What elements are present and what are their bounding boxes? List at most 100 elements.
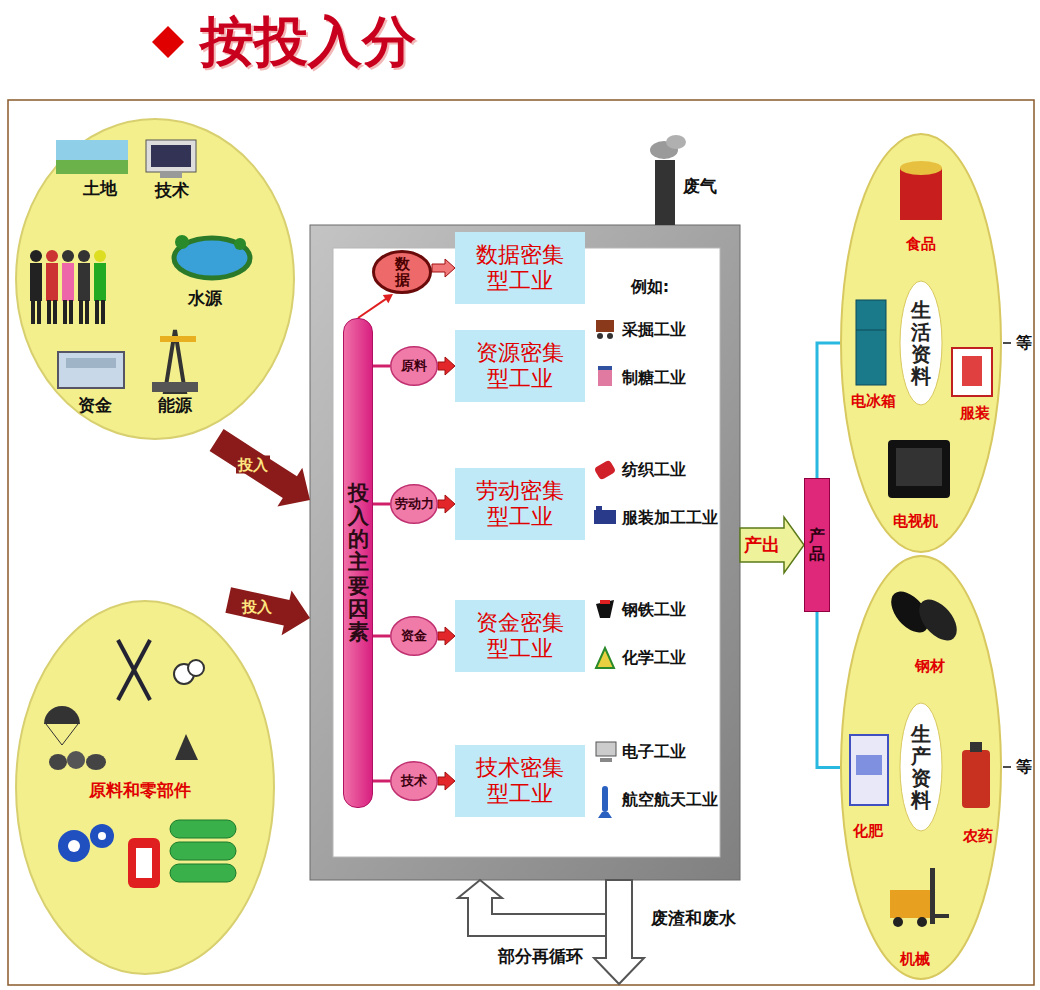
node-label: 食品 bbox=[906, 235, 936, 253]
text-anchor: 钢材 bbox=[915, 656, 945, 675]
water-icon bbox=[174, 235, 250, 278]
part-icon bbox=[174, 660, 204, 684]
text-anchor: 农药 bbox=[963, 826, 993, 845]
node-label: 资金 bbox=[78, 395, 112, 415]
steel-rolls-icon bbox=[884, 585, 964, 648]
input-circle: 土地技术水源资金能源 bbox=[15, 118, 295, 440]
connector bbox=[817, 343, 840, 478]
connector bbox=[373, 504, 390, 505]
node-label: 技术 bbox=[155, 180, 189, 200]
diagram-title: 按投入分 bbox=[200, 10, 416, 73]
label: 废渣和废水 bbox=[651, 908, 736, 928]
node-label: 电视机 bbox=[893, 512, 938, 530]
product-box: 产品 bbox=[804, 478, 830, 612]
recycle-arrow bbox=[458, 880, 606, 936]
energy-icon bbox=[152, 330, 198, 392]
tv-icon bbox=[888, 440, 950, 498]
text-anchor: 化学工业 bbox=[622, 648, 686, 667]
connector bbox=[432, 259, 455, 277]
pesticide-icon bbox=[962, 742, 990, 808]
connector bbox=[438, 495, 455, 513]
node-text: 原料 bbox=[401, 358, 427, 374]
connector bbox=[225, 587, 310, 635]
node-text: 劳动密集型工业 bbox=[469, 478, 570, 531]
connector bbox=[438, 627, 455, 645]
clothes-icon bbox=[952, 348, 992, 396]
computer-icon bbox=[146, 140, 196, 178]
gears-icon bbox=[58, 824, 114, 862]
node-text: 劳动力 bbox=[395, 496, 434, 512]
node-text: 产品 bbox=[809, 527, 825, 562]
fridge-icon bbox=[856, 300, 886, 385]
text-anchor: 生活资料 bbox=[911, 299, 931, 387]
industry-box: 劳动密集型工业 bbox=[455, 468, 585, 540]
pipes-icon bbox=[170, 820, 236, 882]
node-label: 能源 bbox=[158, 395, 192, 415]
tools-icon bbox=[118, 640, 150, 700]
text-anchor: 按投入分 bbox=[200, 12, 416, 71]
sugar-icon bbox=[598, 366, 612, 386]
node-text: 数据密集型工业 bbox=[469, 242, 570, 295]
garment-icon bbox=[594, 506, 616, 524]
label: 废气 bbox=[683, 176, 717, 196]
industry-box: 资源密集型工业 bbox=[455, 330, 585, 402]
center-oval bbox=[900, 281, 942, 405]
lamp-icon bbox=[128, 838, 160, 888]
text-anchor: 电视机 bbox=[893, 511, 938, 530]
text-anchor: 采掘工业 bbox=[622, 320, 686, 339]
text-anchor: 能源 bbox=[158, 395, 192, 415]
land-icon bbox=[56, 140, 128, 174]
part-icon bbox=[44, 706, 80, 745]
connector bbox=[358, 294, 393, 318]
money-icon bbox=[58, 352, 124, 388]
connector bbox=[740, 517, 804, 573]
node-label: 例如: bbox=[631, 277, 669, 296]
text-anchor: 服装加工工业 bbox=[622, 508, 718, 527]
node-label: 土地 bbox=[83, 178, 117, 198]
node-text: 技术密集型工业 bbox=[469, 755, 570, 808]
factor-circle: 资金 bbox=[390, 616, 438, 656]
node-text: 资金密集型工业 bbox=[469, 610, 570, 663]
waste-arrow bbox=[594, 880, 644, 984]
factor-circle: 劳动力 bbox=[390, 484, 438, 524]
leader-line bbox=[1003, 342, 1011, 344]
node-label: 原料和零部件 bbox=[89, 780, 191, 800]
factory-frame bbox=[310, 225, 740, 880]
label: 钢铁工业 bbox=[622, 600, 686, 619]
node-label: 化肥 bbox=[853, 822, 883, 840]
aerospace-icon bbox=[598, 786, 612, 818]
node-text: 资源密集型工业 bbox=[469, 340, 570, 393]
text-anchor: 投入 bbox=[236, 454, 270, 473]
text-anchor: 制糖工业 bbox=[622, 368, 686, 387]
machine-icon bbox=[890, 868, 949, 927]
text-anchor: 等 bbox=[1016, 333, 1032, 352]
node-text: 数据 bbox=[395, 256, 410, 289]
node-label: 钢材 bbox=[915, 657, 945, 675]
label: 航空航天工业 bbox=[622, 790, 718, 809]
text-anchor: 钢铁工业 bbox=[622, 600, 686, 619]
label: 化学工业 bbox=[622, 648, 686, 667]
text-anchor: 技术 bbox=[155, 180, 189, 200]
fertilizer-icon bbox=[850, 735, 888, 805]
steel-icon bbox=[596, 600, 614, 618]
node-label: 电冰箱 bbox=[851, 392, 896, 410]
connector bbox=[373, 636, 390, 637]
text-anchor: 机械 bbox=[900, 949, 930, 968]
mining-icon bbox=[596, 320, 614, 339]
connector bbox=[210, 429, 310, 506]
edge-label: 投入 bbox=[236, 455, 270, 473]
text-anchor: 等 bbox=[1016, 757, 1032, 776]
edge-label: 投入 bbox=[240, 598, 274, 616]
title-bullet bbox=[152, 26, 184, 58]
stones-icon bbox=[49, 751, 106, 770]
electronic-icon bbox=[596, 742, 616, 762]
text-anchor: 电子工业 bbox=[622, 742, 686, 761]
label: 等 bbox=[1016, 757, 1032, 776]
factor-circle: 技术 bbox=[390, 761, 438, 801]
node-label: 服装 bbox=[960, 404, 990, 422]
textile-icon bbox=[594, 459, 617, 480]
node-outline bbox=[15, 118, 295, 440]
label: 部分再循环 bbox=[498, 946, 583, 966]
